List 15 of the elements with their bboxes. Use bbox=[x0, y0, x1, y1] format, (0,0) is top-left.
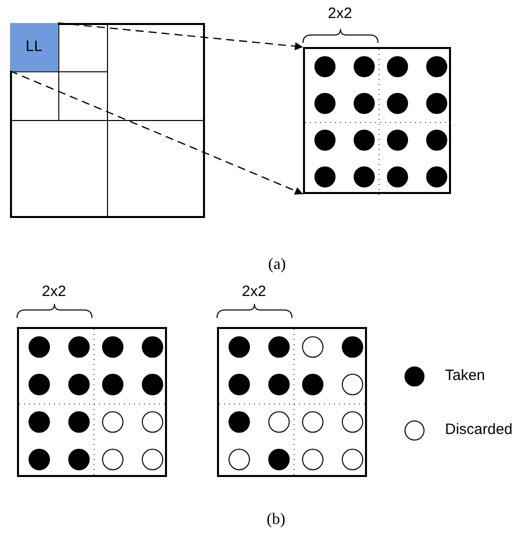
block-size-label: 2x2 bbox=[328, 4, 352, 24]
legend-label: Taken bbox=[445, 366, 486, 386]
block-size-label: 2x2 bbox=[42, 282, 66, 302]
subband-label: LL bbox=[26, 36, 42, 57]
block-size-label: 2x2 bbox=[242, 282, 266, 302]
dashed-arrow bbox=[58, 22, 304, 50]
dashed-arrow bbox=[10, 70, 304, 195]
panel-caption: (b) bbox=[266, 510, 286, 530]
wavelet-decomposition-box bbox=[10, 23, 205, 218]
ll-subband-box bbox=[10, 23, 58, 71]
coefficient-grid bbox=[17, 327, 167, 477]
coefficient-grid bbox=[217, 327, 367, 477]
coefficient-grid bbox=[303, 47, 451, 194]
panel-caption: (a) bbox=[268, 255, 286, 275]
legend-label: Discarded bbox=[445, 420, 513, 440]
